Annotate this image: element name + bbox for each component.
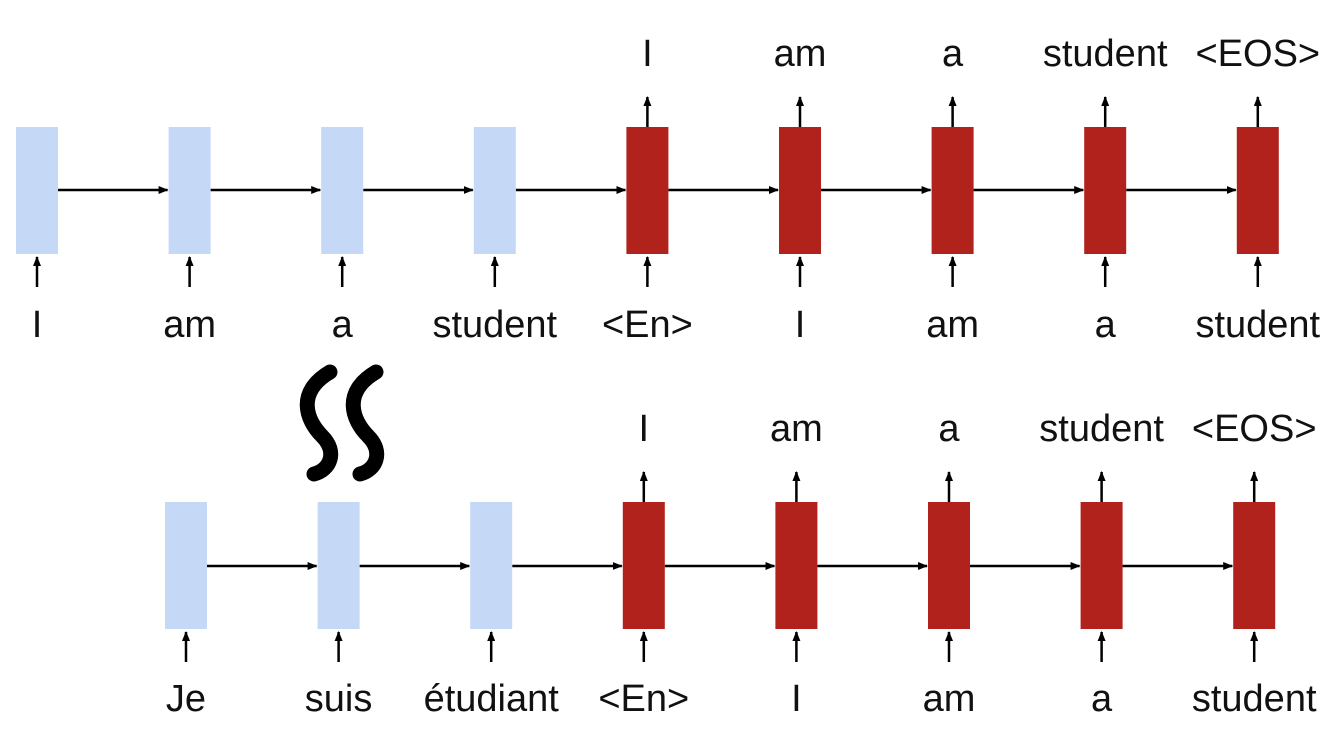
decoder-cell xyxy=(622,502,665,629)
decoder-output-label: I xyxy=(639,408,650,450)
decoder-cell xyxy=(779,127,821,254)
decoder-output-label: am xyxy=(774,33,827,75)
decoder-cell xyxy=(1080,502,1123,629)
decoder-input-label: student xyxy=(1195,304,1320,346)
encoder-cell xyxy=(473,127,516,254)
encoder-input-label: a xyxy=(332,304,354,346)
decoder-output-label: <EOS> xyxy=(1192,408,1317,450)
encoder-input-label: étudiant xyxy=(424,678,560,720)
encoder-input-label: am xyxy=(163,304,216,346)
encoder-cell xyxy=(168,127,211,254)
decoder-output-label: <EOS> xyxy=(1195,33,1320,75)
encoder-cell xyxy=(470,502,513,629)
encoder-cell xyxy=(317,502,360,629)
decoder-cell xyxy=(1236,127,1279,254)
decoder-input-label: a xyxy=(1091,678,1113,720)
decoder-input-label: am xyxy=(926,304,979,346)
approx-equal-icon xyxy=(299,364,385,482)
encoder-cell xyxy=(321,127,364,254)
decoder-input-label: a xyxy=(1095,304,1117,346)
encoder-cell xyxy=(16,127,58,254)
decoder-cell xyxy=(928,502,970,629)
decoder-input-label: I xyxy=(791,678,802,720)
decoder-cell xyxy=(931,127,974,254)
decoder-output-label: am xyxy=(770,408,823,450)
decoder-input-label: am xyxy=(923,678,976,720)
diagram-row-french: Je suis étudiant <En> I Iam am a a student student… xyxy=(165,408,1317,720)
decoder-output-label: a xyxy=(938,408,960,450)
decoder-cell xyxy=(1084,127,1127,254)
decoder-cell xyxy=(626,127,669,254)
decoder-input-label: student xyxy=(1192,678,1317,720)
decoder-input-label: <En> xyxy=(602,304,693,346)
encoder-cell xyxy=(165,502,207,629)
decoder-output-label: I xyxy=(642,33,653,75)
decoder-output-label: student xyxy=(1043,33,1168,75)
encoder-input-label: suis xyxy=(305,678,373,720)
decoder-output-label: a xyxy=(942,33,964,75)
encoder-input-label: student xyxy=(432,304,557,346)
decoder-cell xyxy=(1233,502,1276,629)
decoder-input-label: <En> xyxy=(598,678,689,720)
encoder-input-label: I xyxy=(32,304,43,346)
encoder-input-label: Je xyxy=(166,678,206,720)
decoder-output-label: student xyxy=(1039,408,1164,450)
decoder-input-label: I xyxy=(795,304,806,346)
decoder-cell xyxy=(775,502,818,629)
